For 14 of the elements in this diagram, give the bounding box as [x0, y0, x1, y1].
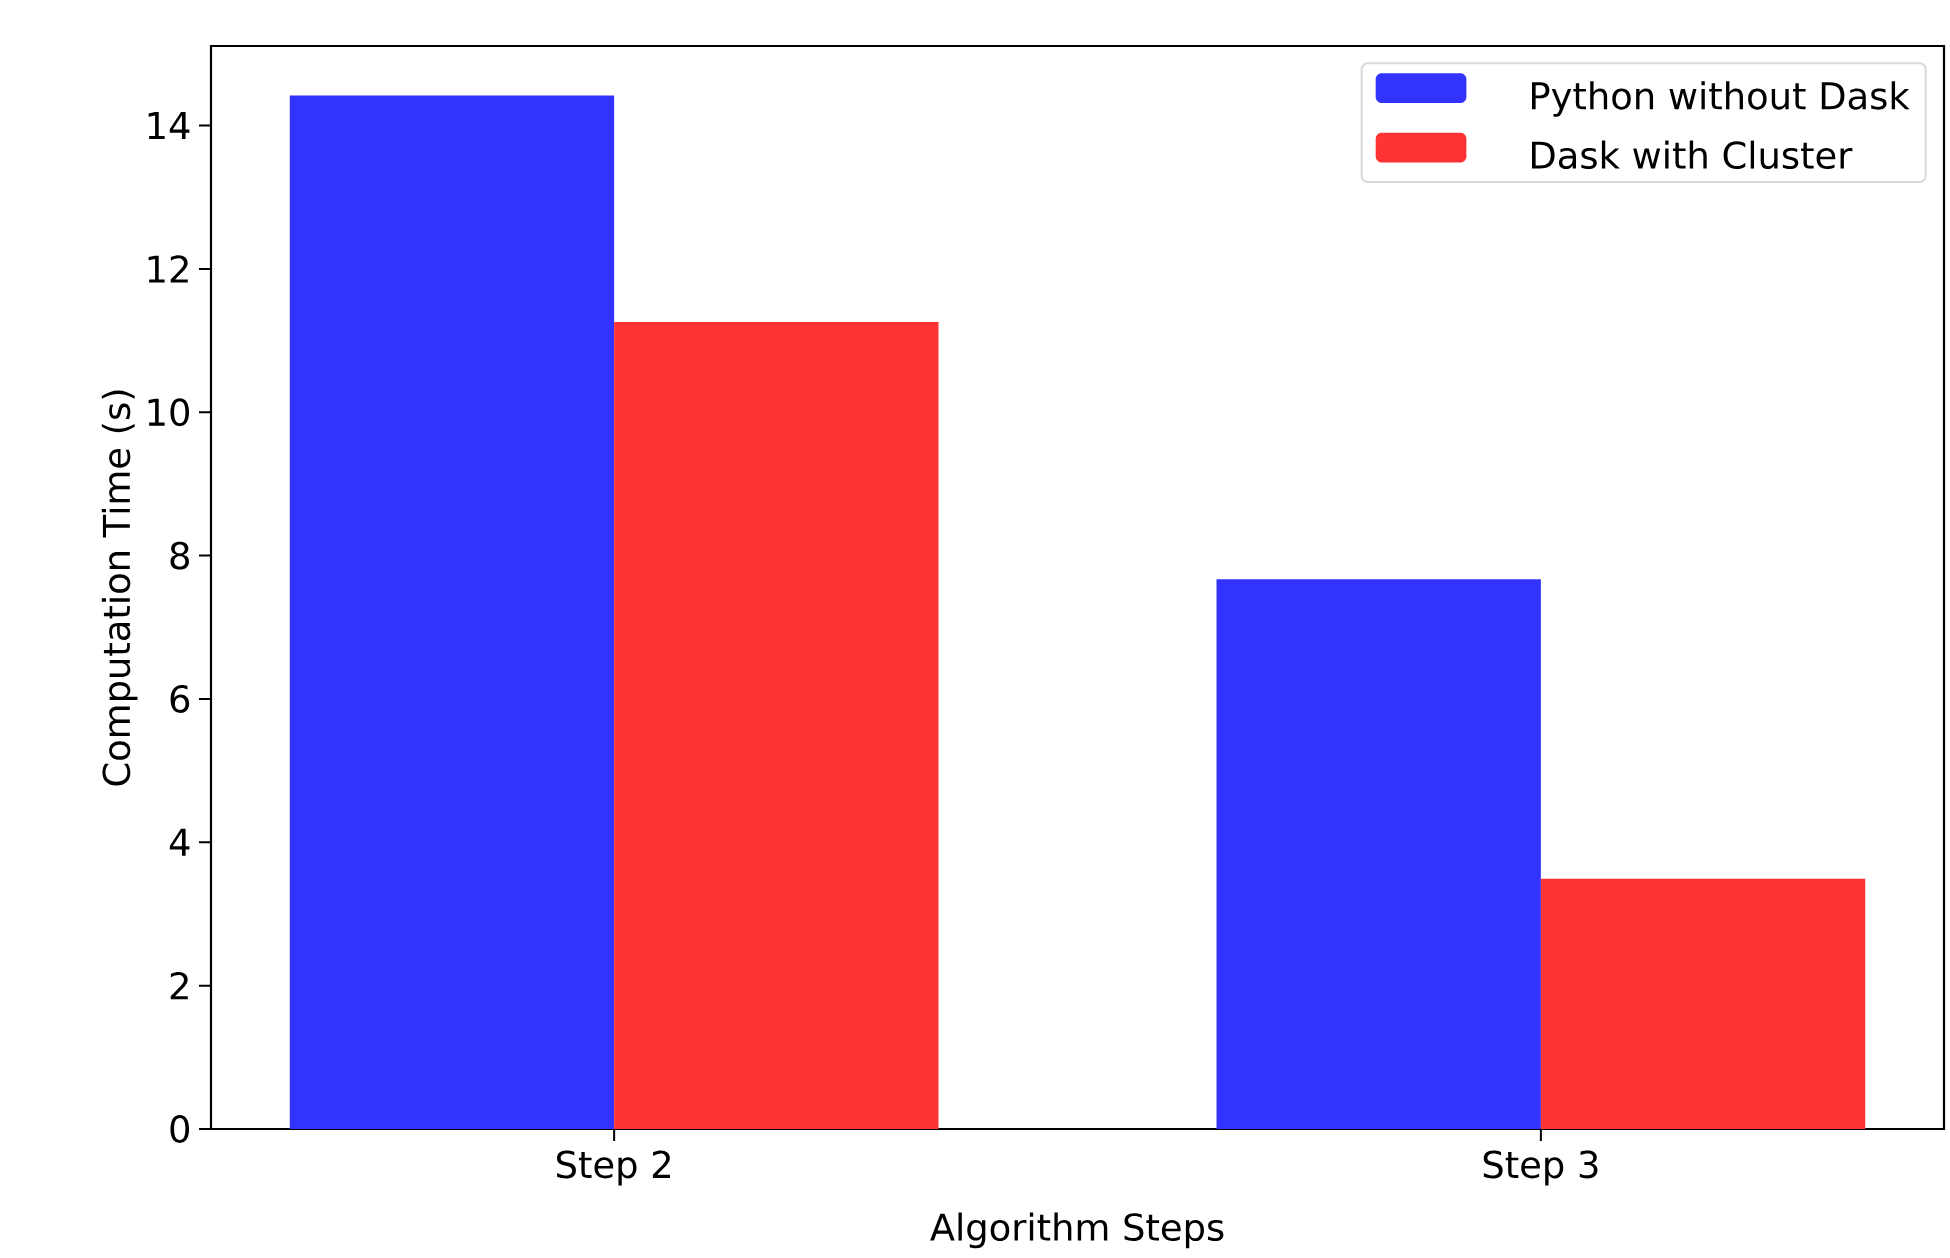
y-tick-label: 6: [170, 685, 190, 713]
x-axis-title: Algorithm Steps: [930, 1212, 1224, 1249]
legend-label: Python without Dask: [1532, 81, 1910, 117]
y-tick-label: 10: [148, 398, 190, 427]
y-tick-label: 8: [170, 541, 189, 570]
y-axis-title: Computation Time (s): [101, 390, 138, 786]
y-tick-label: 2: [170, 971, 188, 1000]
y-tick-label: 0: [170, 1115, 190, 1143]
legend-label: Dask with Cluster: [1532, 140, 1853, 170]
y-tick-label: 12: [148, 255, 188, 283]
y-tick-label: 4: [169, 828, 190, 856]
y-tick-label: 14: [148, 112, 190, 139]
x-tick-label: Step 3: [1483, 1150, 1598, 1186]
x-tick-label: Step 2: [557, 1150, 670, 1186]
